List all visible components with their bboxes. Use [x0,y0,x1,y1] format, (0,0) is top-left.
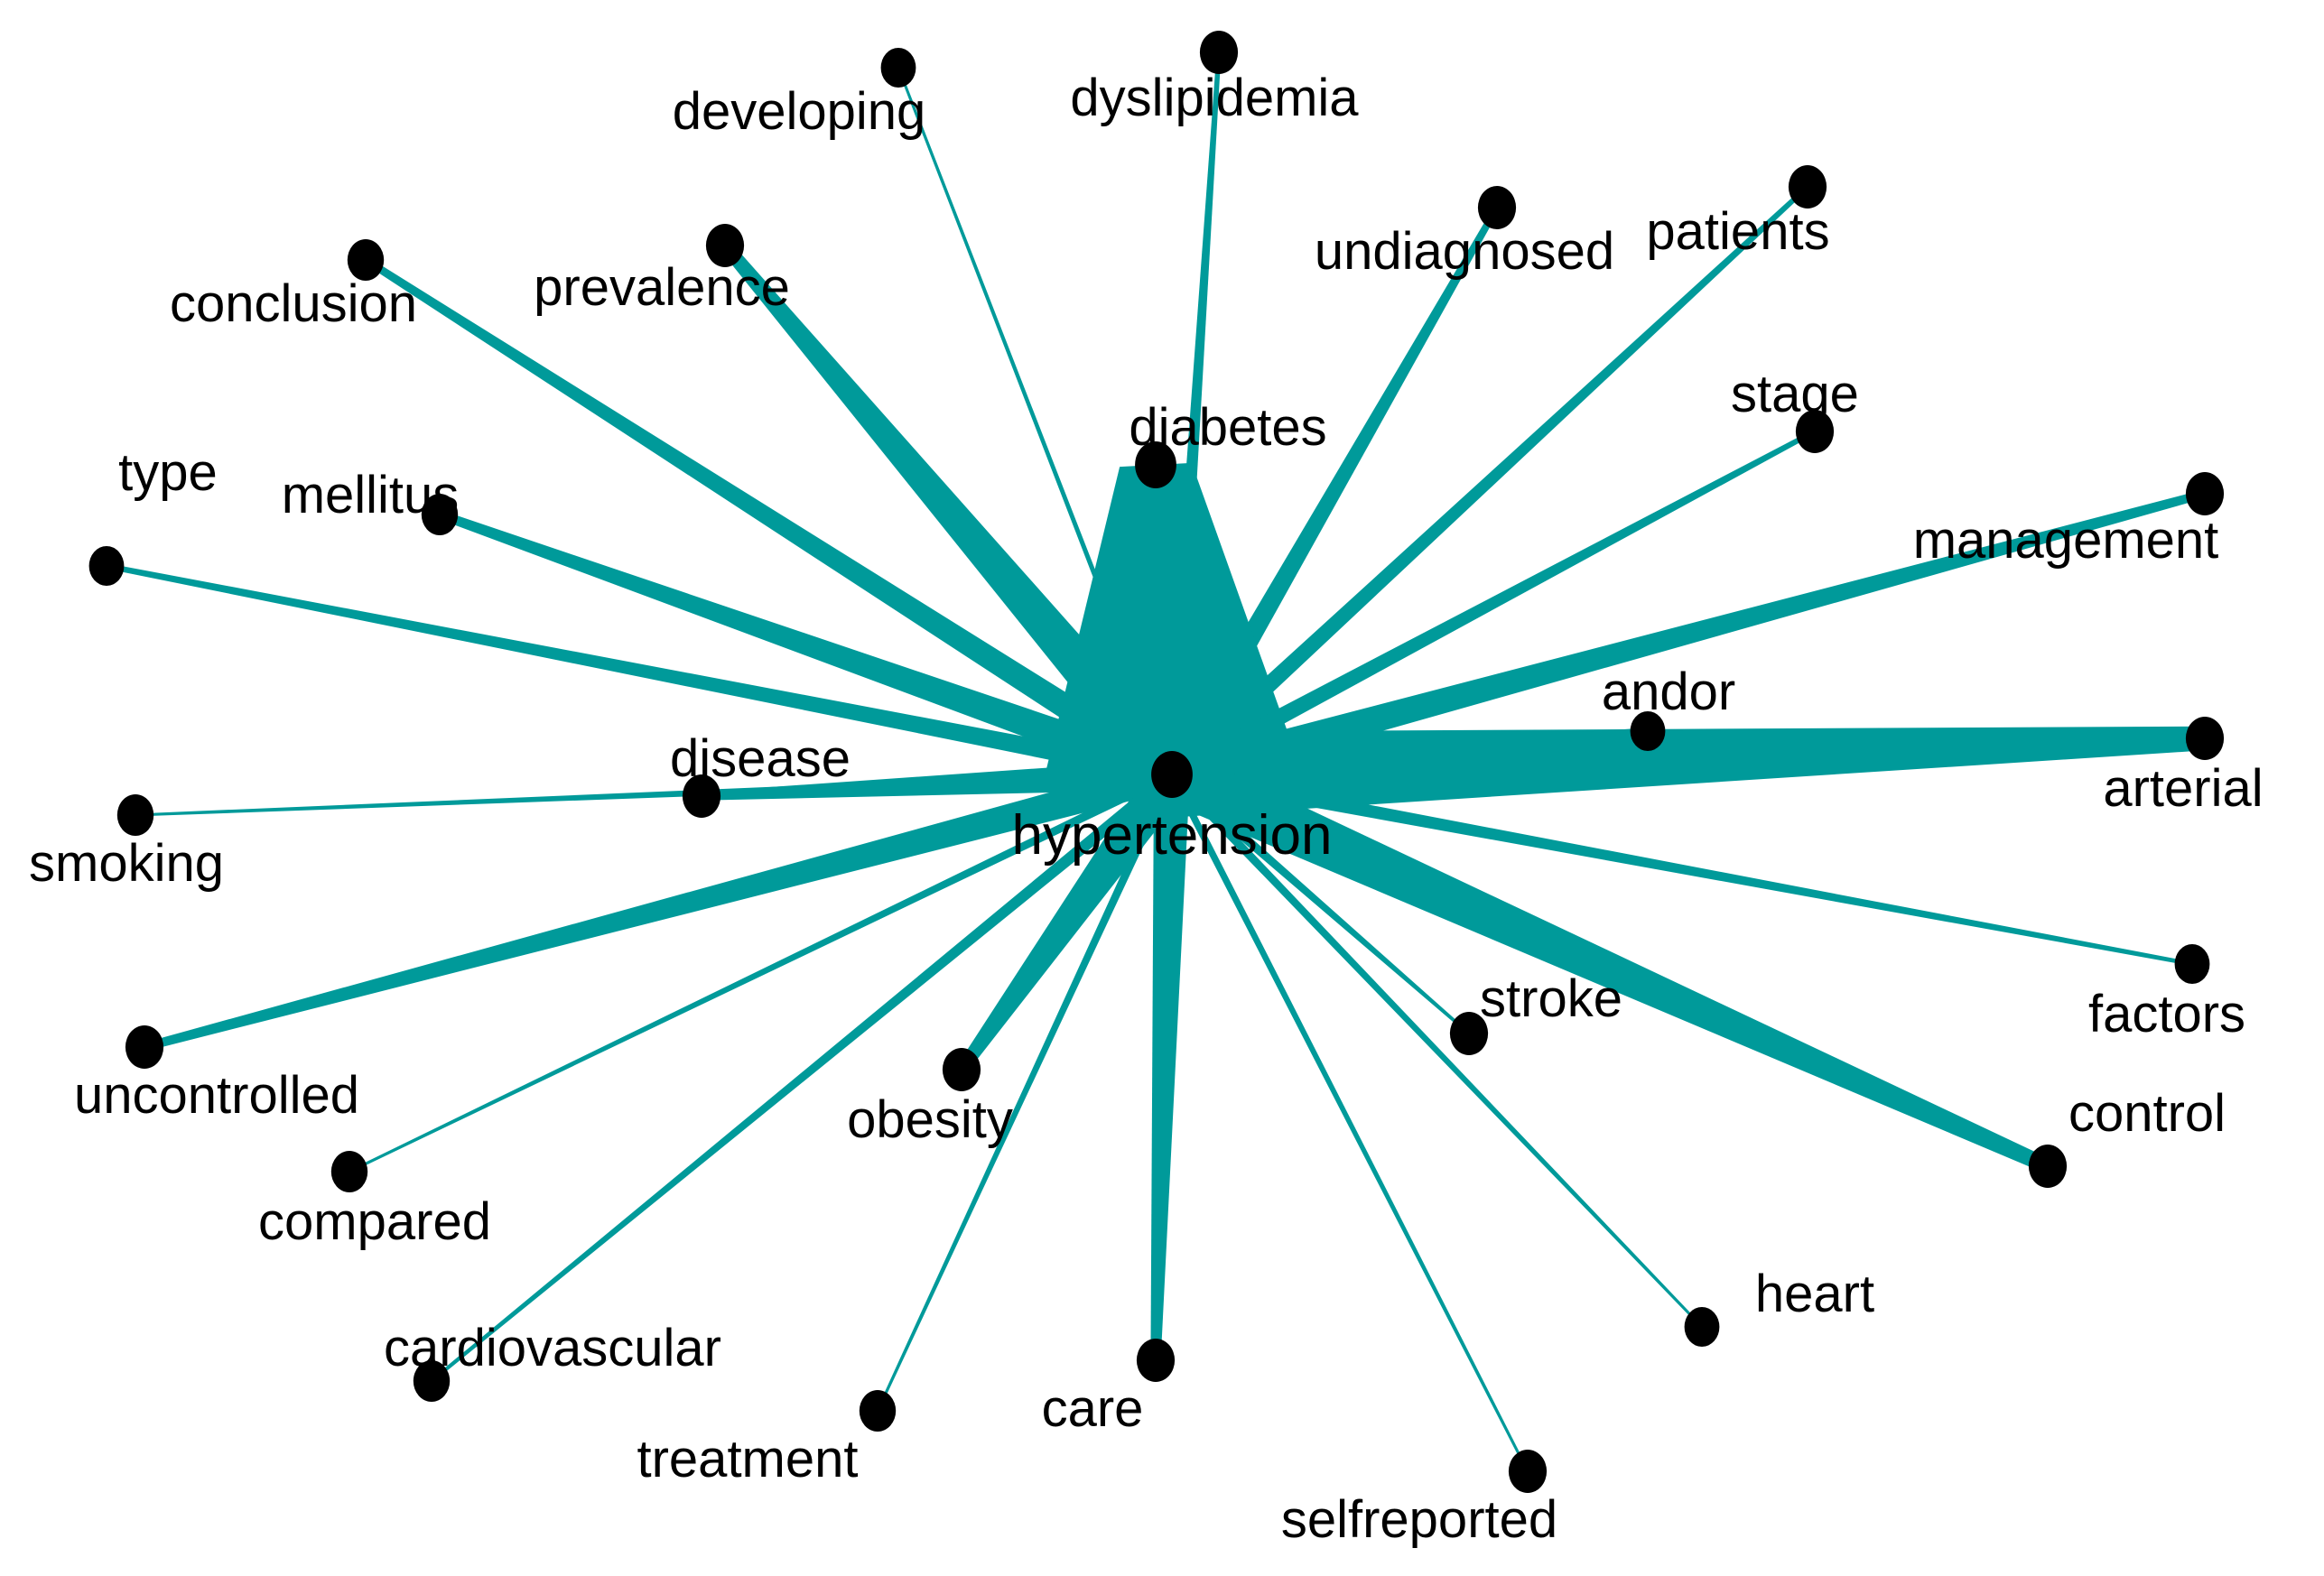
edge-mellitus [438,510,1178,790]
node-factors[interactable] [2174,944,2210,984]
node-arterial[interactable] [2185,717,2225,760]
node-cardiovascular[interactable] [413,1360,451,1402]
edge-uncontrolled [143,759,1176,1052]
edge-compared [349,770,1175,1173]
node-conclusion[interactable] [347,239,385,281]
node-andor[interactable] [1630,711,1666,751]
edge-arterial [1170,726,2206,818]
node-stroke[interactable] [1449,1012,1489,1055]
node-care[interactable] [1136,1339,1176,1382]
edge-heart [1168,771,1704,1329]
edge-care [1150,774,1190,1361]
edge-patients [1166,184,1809,782]
edge-prevalence [720,241,1190,790]
edge-selfreported [1168,773,1529,1472]
node-disease[interactable] [682,774,721,818]
node-prevalence[interactable] [705,224,745,267]
node-uncontrolled[interactable] [125,1025,164,1069]
node-type[interactable] [88,546,125,586]
node-mellitus[interactable] [421,494,459,535]
node-management[interactable] [2185,472,2225,515]
edge-factors [1170,767,2193,967]
node-smoking[interactable] [116,794,154,836]
node-compared[interactable] [330,1151,368,1192]
node-developing[interactable] [880,48,916,88]
node-label-hypertension[interactable]: hypertension [1011,804,1333,867]
node-undiagnosed[interactable] [1477,186,1517,229]
edge-stroke [1168,770,1471,1035]
edge-stage [1167,429,1817,783]
node-obesity[interactable] [942,1048,981,1091]
node-stage[interactable] [1795,410,1835,453]
edge-type [106,562,1175,784]
node-control[interactable] [2028,1145,2068,1188]
edge-management [1167,489,2207,790]
edge-diabetes [1043,462,1301,782]
edge-conclusion [363,256,1180,786]
edge-control [1160,749,2051,1173]
node-treatment[interactable] [859,1390,897,1432]
edge-treatment [876,772,1176,1412]
node-dyslipidemia[interactable] [1199,31,1239,74]
node-layer [88,31,2225,1493]
edge-cardiovascular [430,769,1176,1383]
node-patients[interactable] [1788,165,1827,209]
node-selfreported[interactable] [1508,1450,1548,1493]
node-hypertension[interactable] [1151,751,1193,798]
edge-layer [106,51,2207,1472]
node-diabetes[interactable] [1135,441,1176,488]
edge-smoking [135,770,1173,817]
edge-obesity [956,762,1190,1073]
node-heart[interactable] [1684,1307,1720,1347]
